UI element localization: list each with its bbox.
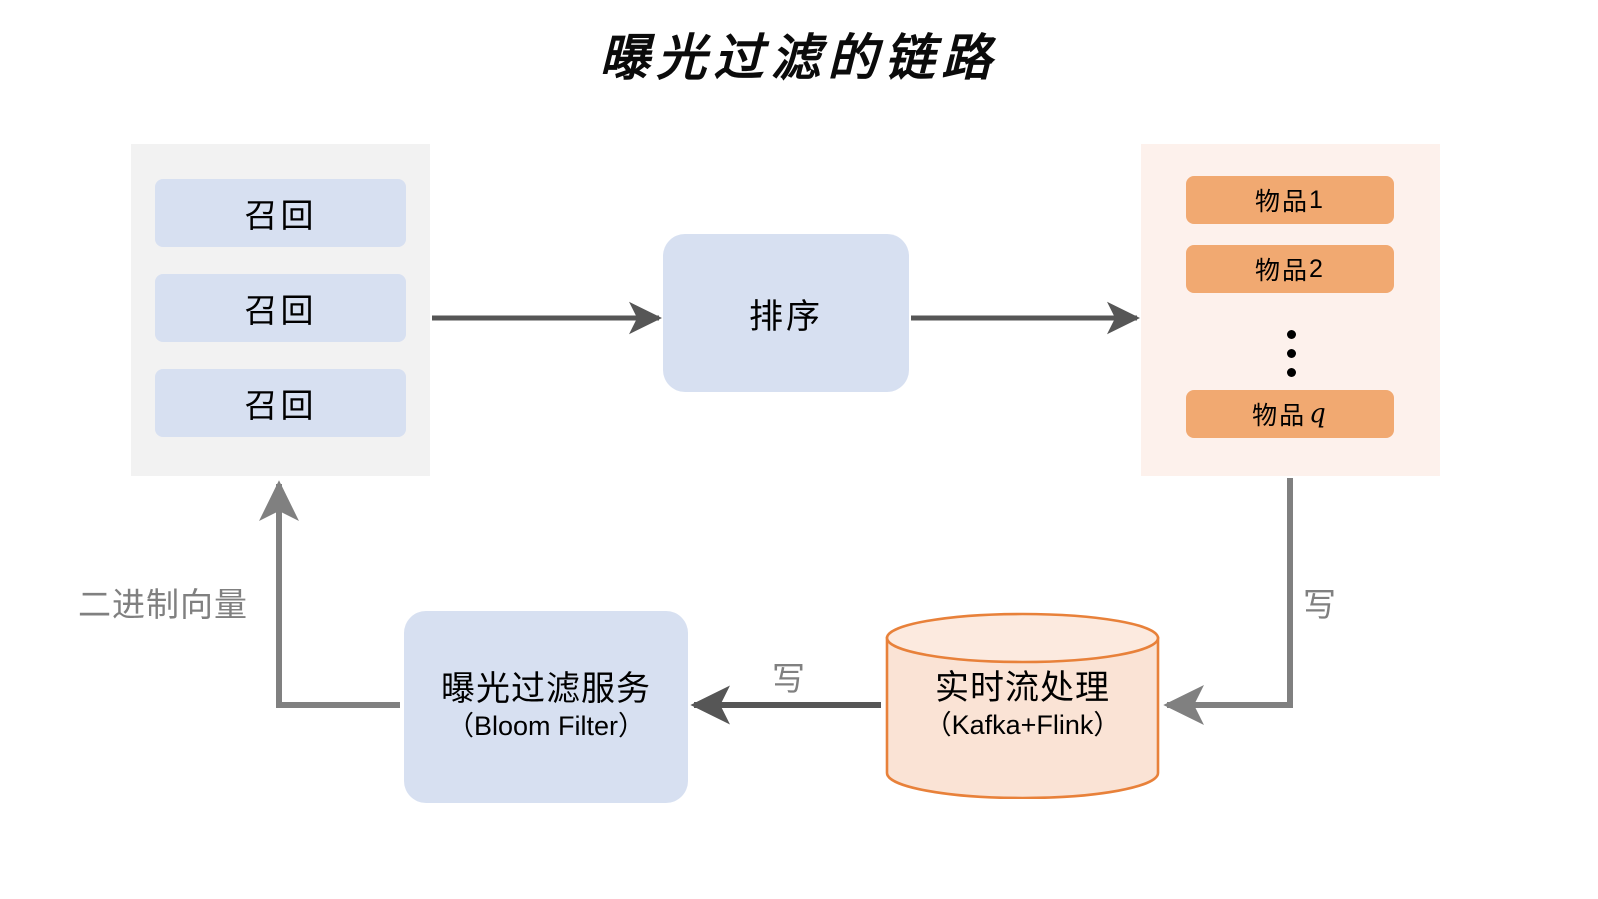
item-chip-q[interactable]: 物品 q [1186,390,1394,438]
recall-chip-1[interactable]: 召回 [155,179,406,247]
edge-bloom-to-recall [259,480,400,708]
recall-chip-2[interactable]: 召回 [155,274,406,342]
item-chip-2[interactable]: 物品 2 [1186,245,1394,293]
edge-label-write-items-to-stream: 写 [1303,586,1336,623]
edge-items-to-stream [1163,478,1293,725]
cylinder-top-ellipse [885,612,1160,664]
item-chip-q-label: 物品 [1252,402,1307,430]
ranking-label: 排序 [749,297,823,336]
item-chip-1-label: 物品 [1255,188,1310,216]
bloom-filter-subtitle: （Bloom Filter） [446,711,646,742]
item-chip-q-index: q [1309,399,1328,429]
page-title: 曝光过滤的链路 [599,28,999,87]
bloom-filter-title: 曝光过滤服务 [441,670,651,709]
cylinder-body [885,636,1160,799]
item-chip-2-index: 2 [1309,254,1325,283]
stream-processing-cylinder[interactable]: 实时流处理 （Kafka+Flink） [884,612,1161,799]
item-chip-1[interactable]: 物品 1 [1186,176,1394,224]
bloom-filter-box[interactable]: 曝光过滤服务 （Bloom Filter） [404,611,688,803]
recall-panel: 召回 召回 召回 [131,144,430,476]
edge-label-write-stream-to-bloom: 写 [772,660,805,697]
edge-label-binary-vector: 二进制向量 [78,586,248,623]
ranking-box[interactable]: 排序 [663,234,909,392]
item-chip-2-label: 物品 [1255,257,1310,285]
recall-chip-3[interactable]: 召回 [155,369,406,437]
item-chip-1-index: 1 [1309,185,1325,214]
vertical-ellipsis-icon [1285,330,1297,377]
items-panel: 物品 1 物品 2 物品 q [1141,144,1440,476]
